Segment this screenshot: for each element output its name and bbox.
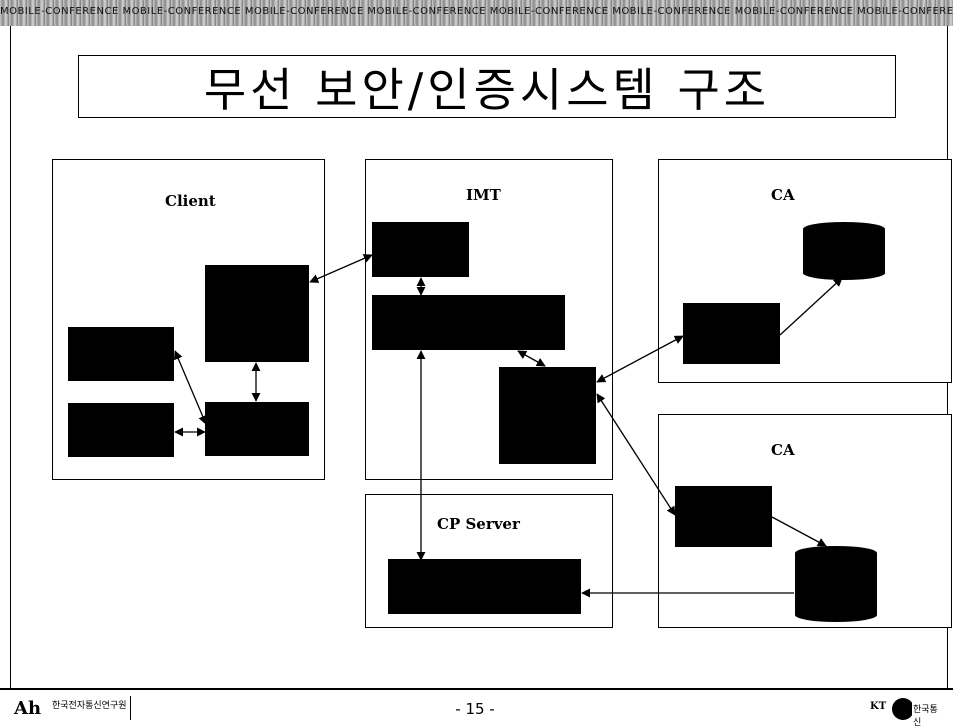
etri-logo: Ah 한국전자통신연구원 — [12, 696, 131, 720]
imt-gateway-block — [499, 367, 596, 464]
client-top-block — [205, 265, 309, 362]
slide-footer: Ah 한국전자통신연구원 - 15 - KT 한국통신 — [0, 688, 953, 728]
imt-top-block — [372, 222, 469, 277]
kt-logo-text: KT — [870, 701, 887, 712]
ca-bottom-label: CA — [771, 441, 795, 459]
ca-top-label: CA — [771, 186, 795, 204]
kt-logo-name: 한국통신 — [912, 702, 940, 728]
banner-text: MOBILE-CONFERENCE MOBILE-CONFERENCE MOBI… — [0, 6, 953, 17]
ca-top-database-icon — [803, 222, 885, 280]
slide-title: 무선 보안/인증시스템 구조 — [203, 62, 771, 117]
kt-globe-icon — [892, 698, 914, 720]
kt-logo: KT 한국통신 — [870, 698, 940, 728]
slide-title-box: 무선 보안/인증시스템 구조 — [78, 55, 896, 118]
client-bottom-right-block — [205, 402, 309, 456]
client-left-upper-block — [68, 327, 174, 381]
cp-server-block — [388, 559, 581, 614]
ca-bottom-database-icon — [795, 546, 877, 622]
slide-frame-left — [10, 26, 11, 688]
etri-logo-name: 한국전자통신연구원 — [52, 701, 127, 711]
cp-server-label: CP Server — [437, 515, 520, 533]
imt-label: IMT — [466, 186, 501, 204]
client-left-lower-block — [68, 403, 174, 457]
ca-bottom-server-block — [675, 486, 772, 547]
ca-top-server-block — [683, 303, 780, 364]
client-label: Client — [165, 192, 216, 210]
imt-wide-block — [372, 295, 565, 350]
etri-logo-mark-icon: Ah — [14, 698, 42, 719]
page-number: - 15 - — [455, 700, 495, 718]
conference-banner: MOBILE-CONFERENCE MOBILE-CONFERENCE MOBI… — [0, 0, 953, 26]
